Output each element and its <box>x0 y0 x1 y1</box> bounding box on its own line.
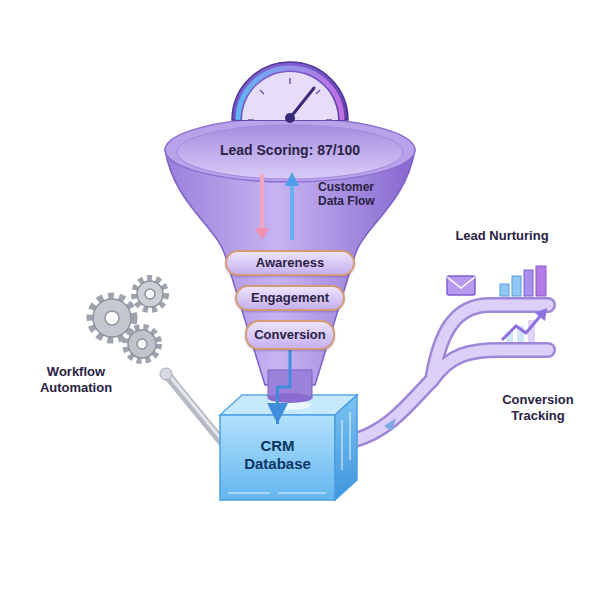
flow-connector <box>278 350 291 424</box>
gear-body <box>137 281 163 307</box>
node-text: Lead Scoring: 87/100 <box>165 142 415 159</box>
flow-arrow <box>384 418 396 431</box>
gear-hole <box>105 311 119 325</box>
gear-body <box>128 330 156 358</box>
node-text: Awareness <box>256 255 324 271</box>
node-text: CRM Database <box>230 437 326 473</box>
gear-icon <box>134 278 166 310</box>
pipe-fill <box>432 350 548 380</box>
gear-hole <box>137 339 147 349</box>
envelope-flap <box>447 277 475 288</box>
cube-front <box>220 415 335 500</box>
pipe-fill <box>432 305 548 380</box>
flow-arrow-up <box>290 184 294 240</box>
pipe-fill <box>355 380 432 440</box>
circuit-lines <box>228 412 350 493</box>
callout-label: Workflow Automation <box>28 364 124 395</box>
gear-teeth <box>134 278 166 310</box>
funnel-stage-band: Conversion <box>245 320 335 350</box>
funnel-body <box>165 150 415 385</box>
pipe-outline <box>355 380 432 440</box>
callout-label: Conversion Tracking <box>486 392 590 423</box>
funnel-stage-band: Awareness <box>225 250 355 276</box>
gear-teeth <box>125 327 159 361</box>
trend-arrowhead <box>535 308 547 321</box>
bar-icon <box>512 276 521 296</box>
gauge-dome <box>232 62 348 120</box>
cube-side <box>335 395 357 500</box>
gauge-hub <box>285 113 295 123</box>
bar-icon <box>536 266 546 296</box>
funnel-rim <box>165 118 415 182</box>
trend-line <box>502 314 542 340</box>
gauge-needle <box>290 88 314 118</box>
database-box: CRM Database <box>221 424 335 486</box>
gear-body <box>93 299 131 337</box>
bar-icon <box>524 270 533 296</box>
flow-arrowhead <box>255 228 269 240</box>
pipe-outline <box>432 350 548 380</box>
bar-icon <box>500 284 509 296</box>
flow-arrowhead <box>285 172 299 186</box>
lever-knob <box>160 368 172 380</box>
gear-hole <box>145 289 155 299</box>
funnel-neck-end <box>268 393 312 403</box>
lever-highlight <box>168 374 222 440</box>
node-text: Customer Data Flow <box>318 180 392 209</box>
pipe-outline <box>432 305 548 380</box>
gauge-arc <box>238 68 342 120</box>
funnel-stage-band: Engagement <box>235 285 345 311</box>
envelope-icon <box>447 276 475 295</box>
node-text: Engagement <box>251 290 329 306</box>
flow-arrow-down <box>260 174 264 230</box>
callout-label: Lead Nurturing <box>452 228 552 244</box>
node-text: Conversion <box>254 327 326 343</box>
gear-icon <box>125 327 159 361</box>
funnel-shape: Lead Scoring: 87/100Customer Data FlowAw… <box>165 60 415 395</box>
